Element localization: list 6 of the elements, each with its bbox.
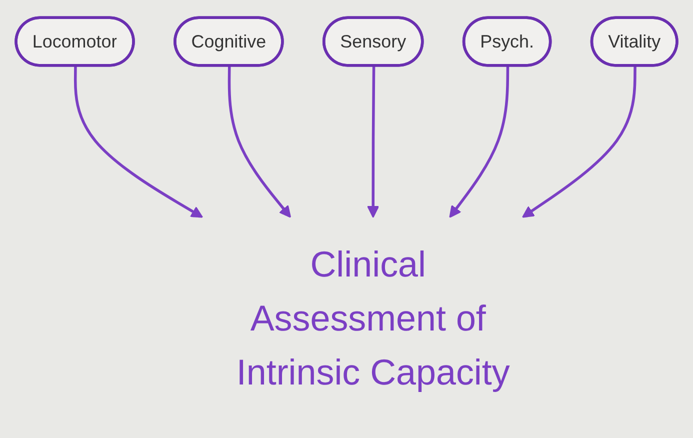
arrow xyxy=(449,66,510,218)
arrow xyxy=(74,66,204,218)
arrow xyxy=(522,66,636,218)
arrow xyxy=(228,66,292,218)
arrow xyxy=(367,66,380,218)
node-text: Clinical Assessment of Intrinsic Capacity xyxy=(236,244,510,393)
